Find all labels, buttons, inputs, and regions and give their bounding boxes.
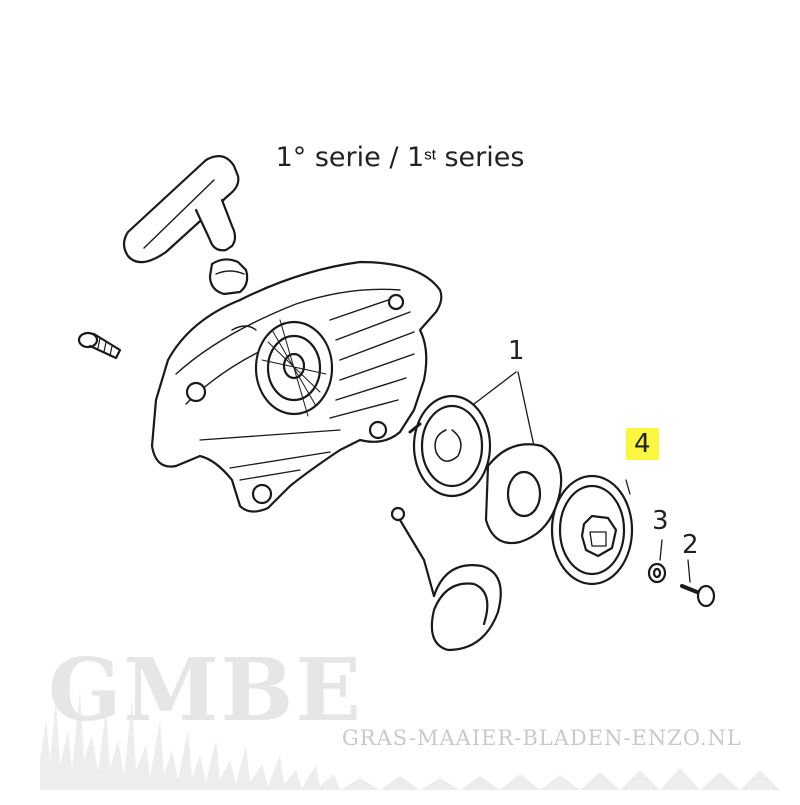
callout-4-highlighted: 4 [626,428,659,460]
callout-1-leaders [473,371,535,447]
starter-rope [390,506,502,652]
spring-cover [484,443,563,545]
callout-1: 1 [508,336,525,366]
starter-housing [150,260,443,513]
pull-handle [122,155,249,296]
watermark-url: GRAS-MAAIER-BLADEN-ENZO.NL [342,726,742,750]
rope-pulley [550,474,634,586]
grass-watermark [40,690,780,790]
callout-3: 3 [652,506,669,536]
housing-screw [77,331,122,360]
rewind-spring [408,394,492,498]
washer [647,539,667,584]
pulley-screw [680,559,716,608]
callout-2: 2 [682,530,699,560]
watermark-logo: GMBE [48,640,363,741]
